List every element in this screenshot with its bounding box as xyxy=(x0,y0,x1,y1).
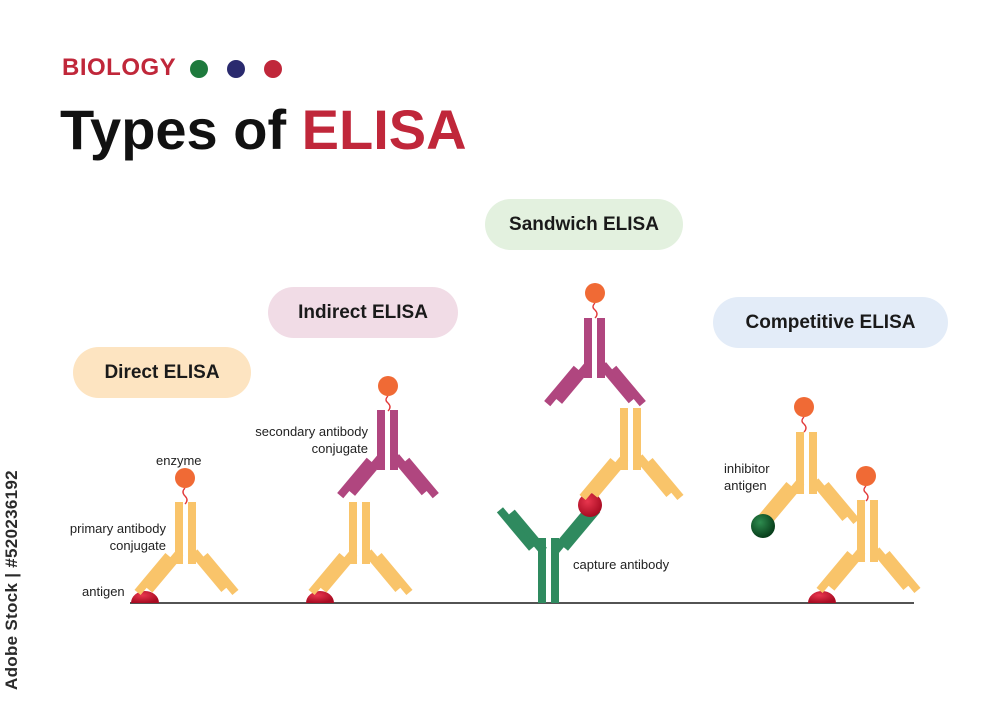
direct-antigen-icon xyxy=(131,591,159,603)
direct-elisa-pill: Direct ELISA xyxy=(73,347,251,398)
inhibitor-antigen-icon xyxy=(751,514,775,538)
primary-antibody-label: primary antibody conjugate xyxy=(69,521,166,553)
subject-label: BIOLOGY xyxy=(62,54,177,81)
navy-dot-icon xyxy=(227,60,245,78)
page-title: Types of ELISA xyxy=(60,102,467,158)
competitive-antibody-free-icon xyxy=(755,432,860,524)
stock-watermark-label: Adobe Stock | #520236192 xyxy=(2,470,21,690)
secondary-antibody-label: secondary antibody conjugate xyxy=(255,424,368,456)
sandwich-antigen-icon xyxy=(578,493,602,517)
competitive-bound-antigen-icon xyxy=(808,591,836,603)
competitive-enzyme-low-icon xyxy=(856,466,876,486)
enzyme-label: enzyme xyxy=(156,453,202,468)
sandwich-enzyme-icon xyxy=(585,283,605,303)
title-accent: ELISA xyxy=(301,98,467,161)
capture-antibody-label: capture antibody xyxy=(573,557,670,572)
indirect-antigen-icon xyxy=(306,591,334,603)
direct-primary-antibody-icon xyxy=(134,502,239,595)
sandwich-secondary-antibody-icon xyxy=(544,318,646,407)
red-dot-icon xyxy=(264,60,282,78)
secondary-antibody-icon xyxy=(337,410,439,499)
sandwich-detection-antibody-icon xyxy=(579,408,684,500)
green-dot-icon xyxy=(190,60,208,78)
indirect-elisa-pill: Indirect ELISA xyxy=(268,287,458,338)
sandwich-elisa-pill: Sandwich ELISA xyxy=(485,199,683,250)
competitive-enzyme-high-icon xyxy=(794,397,814,417)
title-prefix: Types of xyxy=(60,98,287,161)
antigen-label: antigen xyxy=(82,584,125,599)
direct-enzyme-icon xyxy=(175,468,195,488)
capture-antibody-icon xyxy=(496,507,601,603)
indirect-primary-antibody-icon xyxy=(308,502,413,595)
inhibitor-antigen-label: inhibitor antigen xyxy=(724,461,770,493)
competitive-elisa-pill: Competitive ELISA xyxy=(713,297,948,348)
competitive-antibody-bound-icon xyxy=(816,500,921,593)
indirect-enzyme-icon xyxy=(378,376,398,396)
